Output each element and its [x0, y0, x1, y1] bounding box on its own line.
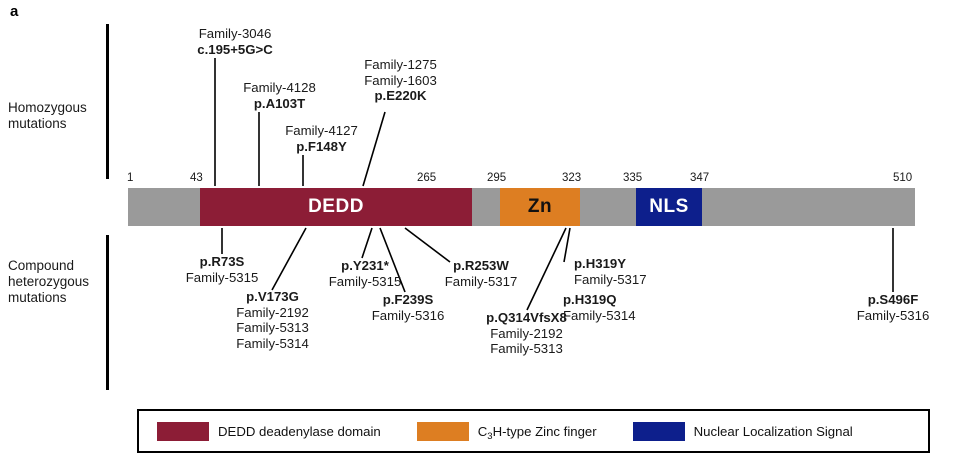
legend-label-zinc-finger-post: H-type Zinc finger [492, 423, 597, 439]
homozygous-bracket [106, 24, 109, 179]
annotation-f239s: p.F239S Family-5316 [343, 292, 473, 323]
annotation-y231x: p.Y231* Family-5315 [300, 258, 430, 289]
annotation-v173g-family-3: Family-5314 [236, 335, 309, 351]
annotation-c195-5g-c-family: Family-3046 [198, 26, 272, 41]
legend-item-zinc-finger: C3H-type Zinc finger [416, 421, 597, 442]
panel-letter: a [10, 3, 19, 20]
position-347: 347 [690, 172, 710, 184]
annotation-r73s: p.R73S Family-5315 [157, 254, 287, 285]
annotation-q314vfsx8-family-1: Family-2192 [490, 325, 563, 341]
position-1: 1 [127, 172, 134, 184]
annotation-s496f-family: Family-5316 [856, 307, 930, 323]
compound-heterozygous-bracket [106, 235, 109, 390]
legend-swatch-dedd [157, 421, 209, 441]
annotation-h319y: p.H319Y Family-5317 [574, 256, 704, 287]
annotation-r253w-mutation: p.R253W [453, 258, 509, 273]
annotation-a103t-family: Family-4128 [243, 80, 316, 95]
annotation-q314vfsx8-mutation: p.Q314VfsX8 [486, 310, 567, 325]
annotation-a103t-mutation: p.A103T [253, 95, 306, 111]
annotation-f148y-mutation: p.F148Y [296, 138, 347, 154]
legend: DEDD deadenylase domain C3H-type Zinc fi… [137, 409, 930, 453]
annotation-c195-5g-c-mutation: c.195+5G>C [197, 41, 273, 57]
legend-item-nls: Nuclear Localization Signal [632, 421, 853, 441]
position-510: 510 [893, 172, 913, 184]
annotation-e220k-family-2: Family-1603 [364, 72, 437, 88]
annotation-h319y-mutation: p.H319Y [574, 256, 627, 271]
leader-r253w [404, 227, 451, 263]
annotation-f148y-family: Family-4127 [285, 123, 358, 138]
compound-heterozygous-label: Compound heterozygous mutations [8, 258, 90, 305]
annotation-h319q: p.H319Q Family-5314 [563, 292, 693, 323]
annotation-s496f: p.S496F Family-5316 [828, 292, 956, 323]
position-43: 43 [190, 172, 203, 184]
position-265: 265 [417, 172, 437, 184]
annotation-f148y: Family-4127 p.F148Y [249, 123, 394, 154]
annotation-y231x-mutation: p.Y231* [341, 258, 389, 273]
annotation-q314vfsx8: p.Q314VfsX8 Family-2192 Family-5313 [449, 310, 604, 357]
segment-dedd: DEDD [200, 188, 472, 226]
annotation-e220k: Family-1275 Family-1603 p.E220K [328, 57, 473, 104]
annotation-h319q-mutation: p.H319Q [563, 292, 617, 307]
annotation-f239s-mutation: p.F239S [382, 292, 434, 307]
legend-item-dedd: DEDD deadenylase domain [157, 421, 381, 441]
legend-label-zinc-finger-pre: C [477, 423, 488, 439]
legend-swatch-nls [632, 421, 685, 441]
annotation-r253w-family: Family-5317 [444, 273, 518, 289]
annotation-h319q-family: Family-5314 [563, 307, 636, 323]
segment-dedd-label: DEDD [308, 196, 364, 217]
position-335: 335 [623, 172, 643, 184]
annotation-a103t: Family-4128 p.A103T [207, 80, 352, 111]
segment-linker-1 [472, 188, 500, 226]
annotation-r73s-family: Family-5315 [185, 269, 259, 285]
annotation-v173g-mutation: p.V173G [246, 289, 299, 304]
annotation-h319y-family: Family-5317 [574, 271, 647, 287]
legend-label-dedd: DEDD deadenylase domain [218, 423, 381, 439]
segment-nls-label: NLS [649, 196, 689, 217]
annotation-c195-5g-c: Family-3046 c.195+5G>C [160, 26, 310, 57]
annotation-f239s-family: Family-5316 [371, 307, 445, 323]
segment-c-terminal [702, 188, 915, 226]
annotation-e220k-mutation: p.E220K [374, 88, 427, 103]
segment-zn: Zn [500, 188, 580, 226]
annotation-v173g-family-2: Family-5313 [236, 320, 309, 335]
annotation-q314vfsx8-family-2: Family-5313 [490, 341, 563, 356]
homozygous-label: Homozygous mutations [8, 100, 87, 131]
segment-zn-label: Zn [527, 196, 553, 217]
annotation-r73s-mutation: p.R73S [199, 254, 245, 269]
legend-label-zinc-finger-sub: 3 [487, 430, 493, 442]
legend-label-zinc-finger: C3H-type Zinc finger [477, 423, 597, 442]
segment-nls: NLS [636, 188, 702, 226]
annotation-v173g: p.V173G Family-2192 Family-5313 Family-5… [205, 289, 340, 351]
legend-swatch-zinc-finger [416, 421, 469, 441]
segment-linker-2 [580, 188, 636, 226]
annotation-y231x-family: Family-5315 [328, 273, 402, 289]
segment-n-terminal [128, 188, 200, 226]
annotation-r253w: p.R253W Family-5317 [416, 258, 546, 289]
annotation-e220k-family-1: Family-1275 [364, 57, 437, 72]
position-295: 295 [487, 172, 507, 184]
protein-bar: DEDD Zn NLS [128, 188, 915, 226]
leader-h319y [563, 227, 571, 263]
position-323: 323 [562, 172, 582, 184]
annotation-v173g-family-1: Family-2192 [236, 304, 309, 320]
annotation-s496f-mutation: p.S496F [867, 292, 919, 307]
leader-y231x [361, 227, 373, 259]
legend-label-nls: Nuclear Localization Signal [693, 423, 853, 439]
